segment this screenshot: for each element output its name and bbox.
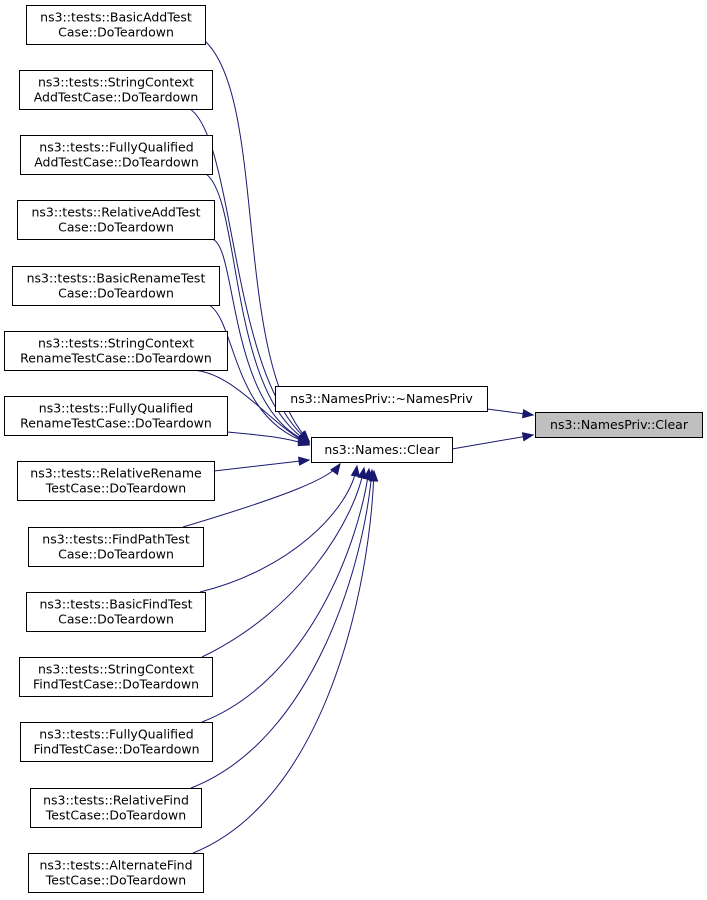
node-caller-1-box xyxy=(26,5,206,45)
edge-names-clear-to-target-arrowhead xyxy=(521,432,535,442)
node-caller-5-label-line-2: Case::DoTeardown xyxy=(58,286,174,301)
node-caller-3[interactable]: ns3::tests::FullyQualifiedAddTestCase::D… xyxy=(20,135,213,175)
edge-caller-10 xyxy=(199,465,358,593)
edge-caller-14-arrowhead xyxy=(368,469,379,482)
node-caller-9-label-line-2: Case::DoTeardown xyxy=(58,547,174,562)
edge-caller-12 xyxy=(201,468,370,723)
node-caller-10-label-line-1: ns3::tests::BasicFindTest xyxy=(39,597,192,612)
node-caller-4-label-line-2: Case::DoTeardown xyxy=(58,220,174,235)
node-caller-14[interactable]: ns3::tests::AlternateFindTestCase::DoTea… xyxy=(28,853,204,893)
node-caller-12-label-line-2: FindTestCase::DoTeardown xyxy=(33,742,199,757)
node-caller-4[interactable]: ns3::tests::RelativeAddTestCase::DoTeard… xyxy=(17,200,215,240)
node-caller-7[interactable]: ns3::tests::FullyQualifiedRenameTestCase… xyxy=(4,396,228,436)
node-caller-6-box xyxy=(4,331,228,371)
node-caller-7-label-line-2: RenameTestCase::DoTeardown xyxy=(20,416,212,431)
node-caller-13-label-line-2: TestCase::DoTeardown xyxy=(45,808,186,823)
node-caller-14-box xyxy=(28,853,204,893)
edge-caller-8 xyxy=(213,459,310,472)
node-caller-2-box xyxy=(19,70,213,110)
node-names-priv-destructor[interactable]: ns3::NamesPriv::~NamesPriv xyxy=(275,386,488,412)
node-caller-2-label-line-2: AddTestCase::DoTeardown xyxy=(34,90,199,105)
node-caller-11-label-line-2: FindTestCase::DoTeardown xyxy=(33,677,199,692)
node-caller-10-label-line-2: Case::DoTeardown xyxy=(58,612,174,627)
node-caller-13-box xyxy=(30,788,202,828)
node-caller-3-label-line-1: ns3::tests::FullyQualified xyxy=(39,140,193,155)
edge-caller-1 xyxy=(204,40,310,442)
node-caller-7-box xyxy=(4,396,228,436)
node-caller-6[interactable]: ns3::tests::StringContextRenameTestCase:… xyxy=(4,331,228,371)
edge-caller-4 xyxy=(210,238,310,443)
node-caller-10[interactable]: ns3::tests::BasicFindTestCase::DoTeardow… xyxy=(26,592,206,632)
node-caller-8-label-line-2: TestCase::DoTeardown xyxy=(45,481,186,496)
node-caller-3-box xyxy=(20,135,213,175)
edge-caller-14 xyxy=(192,470,375,854)
node-names-clear-label-line-1: ns3::Names::Clear xyxy=(324,442,440,457)
node-names-priv-destructor-label-line-1: ns3::NamesPriv::~NamesPriv xyxy=(290,391,473,406)
node-caller-5-label-line-1: ns3::tests::BasicRenameTest xyxy=(27,271,206,286)
node-caller-6-label-line-1: ns3::tests::StringContext xyxy=(38,336,194,351)
node-caller-9-label-line-1: ns3::tests::FindPathTest xyxy=(42,532,190,547)
node-names-clear[interactable]: ns3::Names::Clear xyxy=(311,437,453,463)
node-caller-7-label-line-1: ns3::tests::FullyQualified xyxy=(39,401,193,416)
node-caller-5[interactable]: ns3::tests::BasicRenameTestCase::DoTeard… xyxy=(12,266,220,306)
edge-caller-6 xyxy=(191,369,310,445)
edge-caller-13 xyxy=(190,469,373,789)
node-names-priv-clear[interactable]: ns3::NamesPriv::Clear xyxy=(535,412,703,438)
nodes-layer: ns3::tests::BasicAddTestCase::DoTeardown… xyxy=(4,5,703,893)
node-caller-8-label-line-1: ns3::tests::RelativeRename xyxy=(30,466,202,481)
node-caller-12-box xyxy=(20,722,213,762)
node-names-clear-box xyxy=(311,437,453,463)
node-caller-12-label-line-1: ns3::tests::FullyQualified xyxy=(39,727,193,742)
edge-caller-11 xyxy=(201,467,365,658)
node-caller-14-label-line-1: ns3::tests::AlternateFind xyxy=(39,858,192,873)
node-caller-8-box xyxy=(17,461,215,501)
node-caller-13[interactable]: ns3::tests::RelativeFindTestCase::DoTear… xyxy=(30,788,202,828)
edge-caller-5 xyxy=(208,304,310,444)
edge-destructor-to-target-arrowhead xyxy=(521,408,535,419)
node-caller-1-label-line-2: Case::DoTeardown xyxy=(58,25,174,40)
node-caller-11-label-line-1: ns3::tests::StringContext xyxy=(38,662,194,677)
edge-caller-10-arrowhead xyxy=(350,464,361,478)
node-caller-3-label-line-2: AddTestCase::DoTeardown xyxy=(34,155,199,170)
node-caller-4-box xyxy=(17,200,215,240)
edge-caller-11-arrowhead xyxy=(357,466,367,480)
edges-layer xyxy=(182,40,535,854)
node-names-priv-clear-box xyxy=(535,412,703,438)
node-caller-8[interactable]: ns3::tests::RelativeRenameTestCase::DoTe… xyxy=(17,461,215,501)
node-caller-5-box xyxy=(12,266,220,306)
edge-caller-9-arrowhead xyxy=(330,462,341,476)
node-names-priv-clear-label-line-1: ns3::NamesPriv::Clear xyxy=(550,417,689,432)
edge-caller-7-arrowhead xyxy=(297,437,311,447)
node-caller-2[interactable]: ns3::tests::StringContextAddTestCase::Do… xyxy=(19,70,213,110)
node-caller-2-label-line-1: ns3::tests::StringContext xyxy=(38,75,194,90)
edge-caller-3 xyxy=(205,173,310,443)
node-caller-11-box xyxy=(19,657,213,697)
node-caller-12[interactable]: ns3::tests::FullyQualifiedFindTestCase::… xyxy=(20,722,213,762)
node-caller-1-label-line-1: ns3::tests::BasicAddTest xyxy=(40,10,192,25)
node-caller-4-label-line-1: ns3::tests::RelativeAddTest xyxy=(32,205,201,220)
node-caller-6-label-line-2: RenameTestCase::DoTeardown xyxy=(20,351,212,366)
node-caller-11[interactable]: ns3::tests::StringContextFindTestCase::D… xyxy=(19,657,213,697)
node-caller-13-label-line-1: ns3::tests::RelativeFind xyxy=(43,793,189,808)
node-caller-14-label-line-2: TestCase::DoTeardown xyxy=(45,873,186,888)
edge-names-clear-to-target xyxy=(451,434,534,450)
edge-caller-8-arrowhead xyxy=(298,456,311,466)
node-names-priv-destructor-box xyxy=(275,386,488,412)
node-caller-9-box xyxy=(28,527,204,567)
node-caller-10-box xyxy=(26,592,206,632)
